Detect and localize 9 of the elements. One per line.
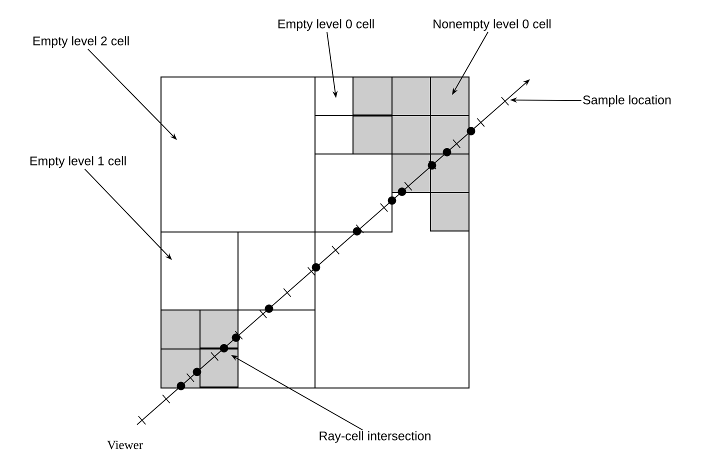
callout-label: Empty level 1 cell	[30, 156, 126, 168]
callout-label: Empty level 0 cell	[278, 19, 374, 31]
leader-line	[87, 48, 177, 140]
callout-label: Nonempty level 0 cell	[434, 19, 551, 31]
callout-label: Ray-cell intersection	[320, 431, 430, 443]
callout-label: Empty level 2 cell	[33, 36, 129, 48]
leader-line	[84, 168, 172, 260]
viewer-label: Viewer	[107, 440, 143, 450]
callout-label: Sample location	[583, 95, 671, 107]
